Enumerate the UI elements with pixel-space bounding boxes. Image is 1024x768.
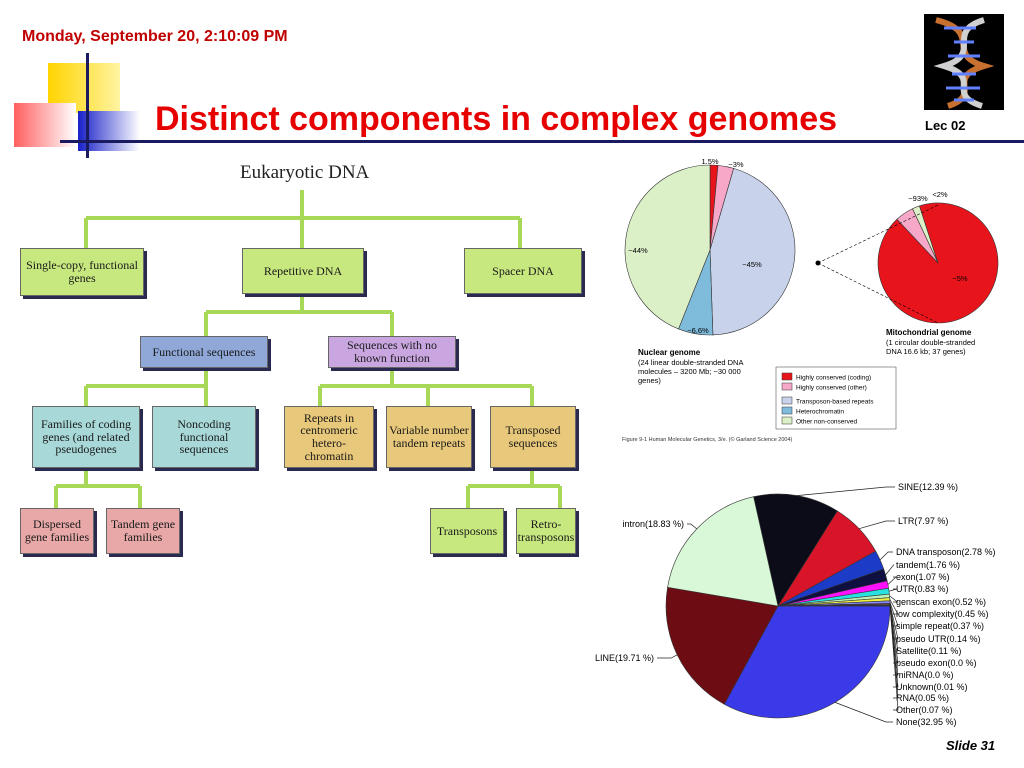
repeat-leader-7 xyxy=(889,599,899,615)
repeat-label-9: pseudo UTR(0.14 %) xyxy=(896,634,981,644)
functional-sequences-box: Functional sequences xyxy=(140,336,268,368)
nuclear-desc-line3: genes) xyxy=(638,376,661,385)
repeat-pie xyxy=(665,493,891,719)
repeat-label-3: tandem(1.76 %) xyxy=(896,560,960,570)
tandem-families-box: Tandem gene families xyxy=(106,508,180,554)
repeat-label-2: DNA transposon(2.78 %) xyxy=(896,547,996,557)
nuclear-slice-2 xyxy=(709,167,796,336)
legend-label-3: Heterochromatin xyxy=(796,409,844,416)
repeat-label-4: exon(1.07 %) xyxy=(896,572,950,582)
legend-swatch-4 xyxy=(781,416,793,425)
nuclear-label-0: 1.5% xyxy=(701,157,718,166)
repeat-pie-figure: SINE(12.39 %) LTR(7.97 %) DNA transposon(2… xyxy=(595,482,996,727)
date-time: Monday, September 20, 2:10:09 PM xyxy=(22,28,288,45)
legend-swatch-2 xyxy=(781,396,793,405)
tree-title: Eukaryotic DNA xyxy=(240,162,370,183)
dna-helix-image xyxy=(924,14,1004,110)
lecture-label: Lec 02 xyxy=(925,118,966,133)
repeat-leader-3 xyxy=(885,564,895,576)
legend-swatch-0 xyxy=(781,372,793,381)
repeat-label-1: LTR(7.97 %) xyxy=(898,516,948,526)
repetitive-dna-box: Repetitive DNA xyxy=(242,248,364,294)
repeat-label-0: SINE(12.39 %) xyxy=(898,482,958,492)
repeat-label-13: Unknown(0.01 %) xyxy=(896,682,968,692)
repeat-leader-8 xyxy=(889,602,899,627)
dispersed-families-box: Dispersed gene families xyxy=(20,508,94,554)
repeat-label-11: pseudo exon(0.0 %) xyxy=(896,658,977,668)
repeat-leader-1 xyxy=(858,520,895,530)
nuclear-desc-line1: (24 linear double-stranded DNA xyxy=(638,358,743,367)
mito-desc-line1: (1 circular double-stranded xyxy=(886,338,975,347)
figure-legend: Highly conserved (coding) Highly conserve… xyxy=(775,366,897,430)
repeat-label-15: Other(0.07 %) xyxy=(896,705,953,715)
nuclear-desc-line2: molecules – 3200 Mb; ~30 000 xyxy=(638,367,741,376)
legend-swatch-1 xyxy=(781,382,793,391)
repeat-label-6: genscan exon(0.52 %) xyxy=(896,597,986,607)
single-copy-genes-box: Single-copy, functional genes xyxy=(20,248,144,296)
repeat-label-12: miRNA(0.0 %) xyxy=(896,670,954,680)
mito-label-1: ~93% xyxy=(908,194,928,203)
mito-label-2: ~5% xyxy=(952,274,968,283)
figure-caption: Figure 9-1 Human Molecular Genetics, 3/e… xyxy=(622,436,793,443)
repeat-label-5: UTR(0.83 %) xyxy=(896,584,949,594)
legend-label-2: Transposon-based repeats xyxy=(796,399,874,406)
transposons-box: Transposons xyxy=(430,508,504,554)
nuclear-title: Nuclear genome xyxy=(638,348,701,357)
noncoding-box: Noncoding functional sequences xyxy=(152,406,256,468)
vntr-box: Variable number tandem repeats xyxy=(386,406,472,468)
legend-frame xyxy=(775,366,897,430)
coding-families-box: Families of coding genes (and related ps… xyxy=(32,406,140,468)
mito-title: Mitochondrial genome xyxy=(886,328,972,337)
legend-label-0: Highly conserved (coding) xyxy=(796,375,871,382)
retrotransposons-box: Retro- transposons xyxy=(516,508,576,554)
nuclear-label-1: ~3% xyxy=(728,160,744,169)
legend-label-1: Highly conserved (other) xyxy=(796,385,867,392)
repeat-leader-0 xyxy=(796,486,895,496)
slide-number: Slide 31 xyxy=(946,738,996,753)
repeat-label-8: simple repeat(0.37 %) xyxy=(896,621,984,631)
repeat-label-18: intron(18.83 %) xyxy=(622,519,684,529)
repeat-leader-16 xyxy=(834,702,893,723)
repeat-label-16: None(32.95 %) xyxy=(896,717,957,727)
mito-slice-2 xyxy=(896,208,939,264)
zoom-lines xyxy=(815,204,939,324)
repeat-slice-18 xyxy=(667,496,779,607)
repeat-leader-15 xyxy=(889,605,899,711)
repeat-label-7: low complexity(0.45 %) xyxy=(896,609,989,619)
nuclear-label-3: ~6.6% xyxy=(687,326,709,335)
nuclear-slice-4 xyxy=(624,164,711,330)
transposed-sequences-box: Transposed sequences xyxy=(490,406,576,468)
no-function-sequences-box: Sequences with no known function xyxy=(328,336,456,368)
repeat-leader-6 xyxy=(889,595,899,603)
mito-desc-line2: DNA 16.6 kb; 37 genes) xyxy=(886,347,966,356)
repeat-leader-18 xyxy=(687,523,697,530)
nuclear-label-4: ~44% xyxy=(628,246,648,255)
mito-label-0: <2% xyxy=(932,190,948,199)
tree-connectors xyxy=(54,190,562,508)
nuclear-pie: 1.5% ~3% ~45% ~6.6% ~44% xyxy=(624,157,796,336)
repeat-label-14: RNA(0.05 %) xyxy=(896,693,949,703)
spacer-dna-box: Spacer DNA xyxy=(464,248,582,294)
repeat-slice-16 xyxy=(723,605,891,719)
mito-pie: <2% ~93% ~5% xyxy=(877,190,999,324)
legend-swatch-3 xyxy=(781,406,793,415)
nuclear-label-2: ~45% xyxy=(742,260,762,269)
repeat-leader-17 xyxy=(657,654,678,659)
genome-figure: 1.5% ~3% ~45% ~6.6% ~44% <2% ~93% ~5% Nuclear … xyxy=(622,157,999,443)
repeat-pie-labels: SINE(12.39 %) LTR(7.97 %) DNA transposon(2… xyxy=(595,482,996,727)
legend-label-4: Other non-conserved xyxy=(796,419,857,426)
repeat-label-10: Satellite(0.11 %) xyxy=(896,646,961,656)
repeat-slice-0 xyxy=(753,493,838,607)
title-rule xyxy=(60,140,1024,143)
title-decoration xyxy=(14,53,140,158)
slide-title: Distinct components in complex genomes xyxy=(155,100,838,138)
centromeric-repeats-box: Repeats in centromeric hetero- chromatin xyxy=(284,406,374,468)
repeat-label-17: LINE(19.71 %) xyxy=(595,653,654,663)
repeat-leader-4 xyxy=(887,576,897,585)
repeat-leader-5 xyxy=(888,588,898,592)
repeat-leader-2 xyxy=(879,551,893,561)
repeat-leader-12 xyxy=(889,605,899,676)
